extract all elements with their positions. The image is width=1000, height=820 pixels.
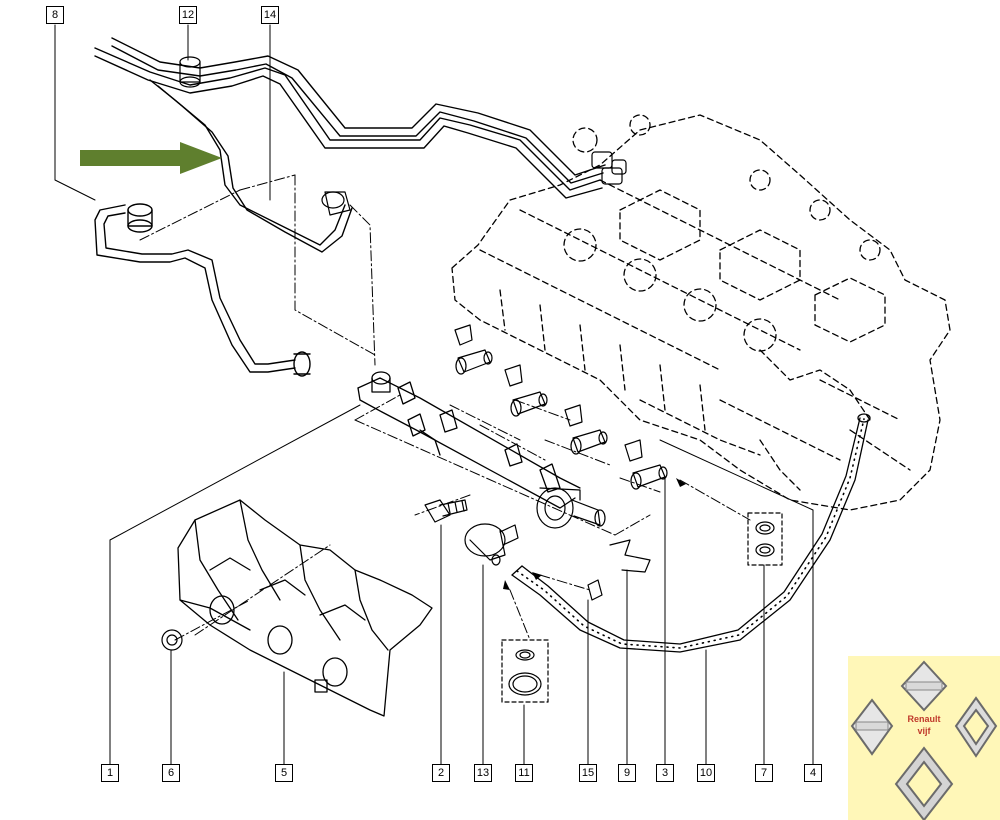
- guide-arrowheads: [503, 478, 686, 590]
- pipe-8: [94, 203, 311, 377]
- fuel-rail: [357, 371, 581, 509]
- injectors: [454, 324, 668, 490]
- clip-15: [587, 579, 603, 601]
- nut-6: [161, 629, 183, 651]
- connector-12: [179, 56, 201, 88]
- engine-block: [451, 114, 951, 511]
- bolt-2: [424, 499, 468, 523]
- callout-leaders: [54, 24, 814, 766]
- pipe-14: [149, 79, 353, 253]
- logo-text-line1: Renault: [907, 714, 941, 724]
- connector-14: [321, 191, 351, 216]
- callout-9: 9: [618, 764, 636, 782]
- o-rings-7: [747, 512, 783, 566]
- renault-logo-panel: Renault vijf: [848, 656, 1000, 820]
- callout-6: 6: [162, 764, 180, 782]
- o-rings-11: [501, 639, 549, 703]
- injector-3: [564, 404, 608, 455]
- callout-4: 4: [804, 764, 822, 782]
- renault-diamond-logo: [850, 660, 998, 820]
- rail-regulator-housing: [536, 487, 606, 529]
- callout-7: 7: [755, 764, 773, 782]
- callout-12: 12: [179, 6, 197, 24]
- callout-15: 15: [579, 764, 597, 782]
- injector-4: [624, 439, 668, 490]
- fuel-lines-upper: [94, 37, 606, 199]
- logo-text-line2: vijf: [917, 726, 931, 736]
- callout-1: 1: [101, 764, 119, 782]
- injector-2: [504, 364, 548, 417]
- callout-14: 14: [261, 6, 279, 24]
- callout-5: 5: [275, 764, 293, 782]
- assembly-guide-lines: [139, 174, 751, 641]
- green-arrow-icon: [80, 142, 222, 174]
- line-connector-top-right: [591, 151, 627, 185]
- callout-2: 2: [432, 764, 450, 782]
- clip-9: [609, 539, 651, 573]
- callout-13: 13: [474, 764, 492, 782]
- engine-cover-5: [177, 499, 433, 717]
- hose-10-texture: [516, 418, 865, 649]
- hose-10: [511, 413, 871, 653]
- callout-8: 8: [46, 6, 64, 24]
- callout-3: 3: [656, 764, 674, 782]
- callout-10: 10: [697, 764, 715, 782]
- callout-11: 11: [515, 764, 533, 782]
- pressure-regulator-13: [464, 523, 519, 566]
- injector-1: [454, 324, 493, 375]
